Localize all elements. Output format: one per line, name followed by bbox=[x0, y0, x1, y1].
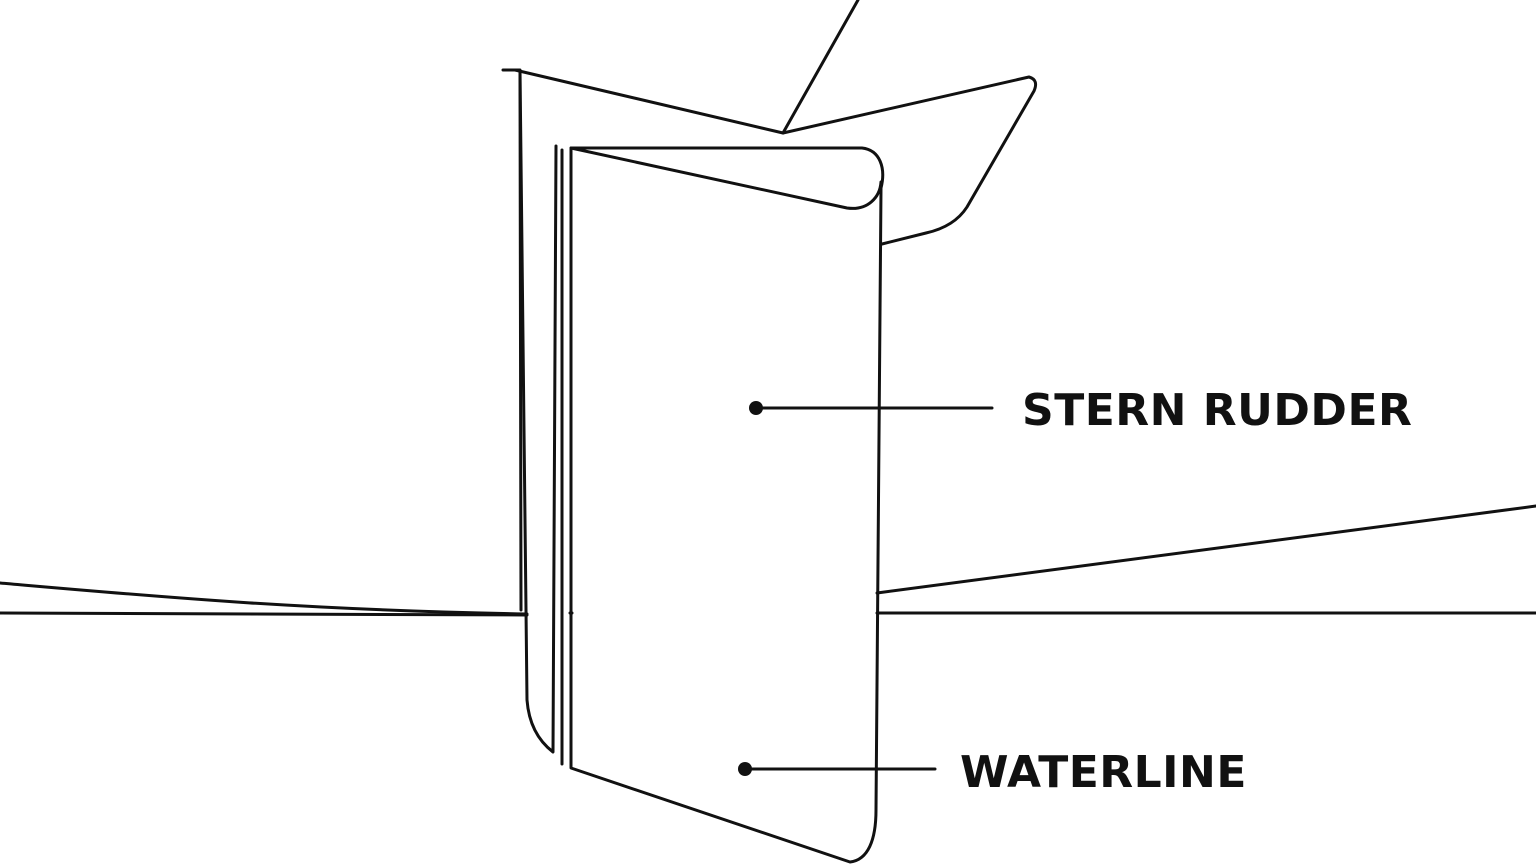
stern-rudder-label: STERN RUDDER bbox=[1022, 385, 1412, 436]
upper-hull-left-wing bbox=[513, 68, 1038, 246]
hull-right-line bbox=[875, 504, 1536, 595]
hull-left-line bbox=[0, 581, 529, 616]
horizontal-reference-line bbox=[0, 611, 1536, 617]
rudder-blade bbox=[569, 146, 885, 864]
waterline-label: WATERLINE bbox=[960, 747, 1247, 798]
upper-hull-mast-line bbox=[781, 0, 860, 135]
sternpost bbox=[501, 68, 558, 754]
rudder-top-face bbox=[569, 146, 883, 210]
sternpost-inner-edge bbox=[518, 70, 523, 612]
